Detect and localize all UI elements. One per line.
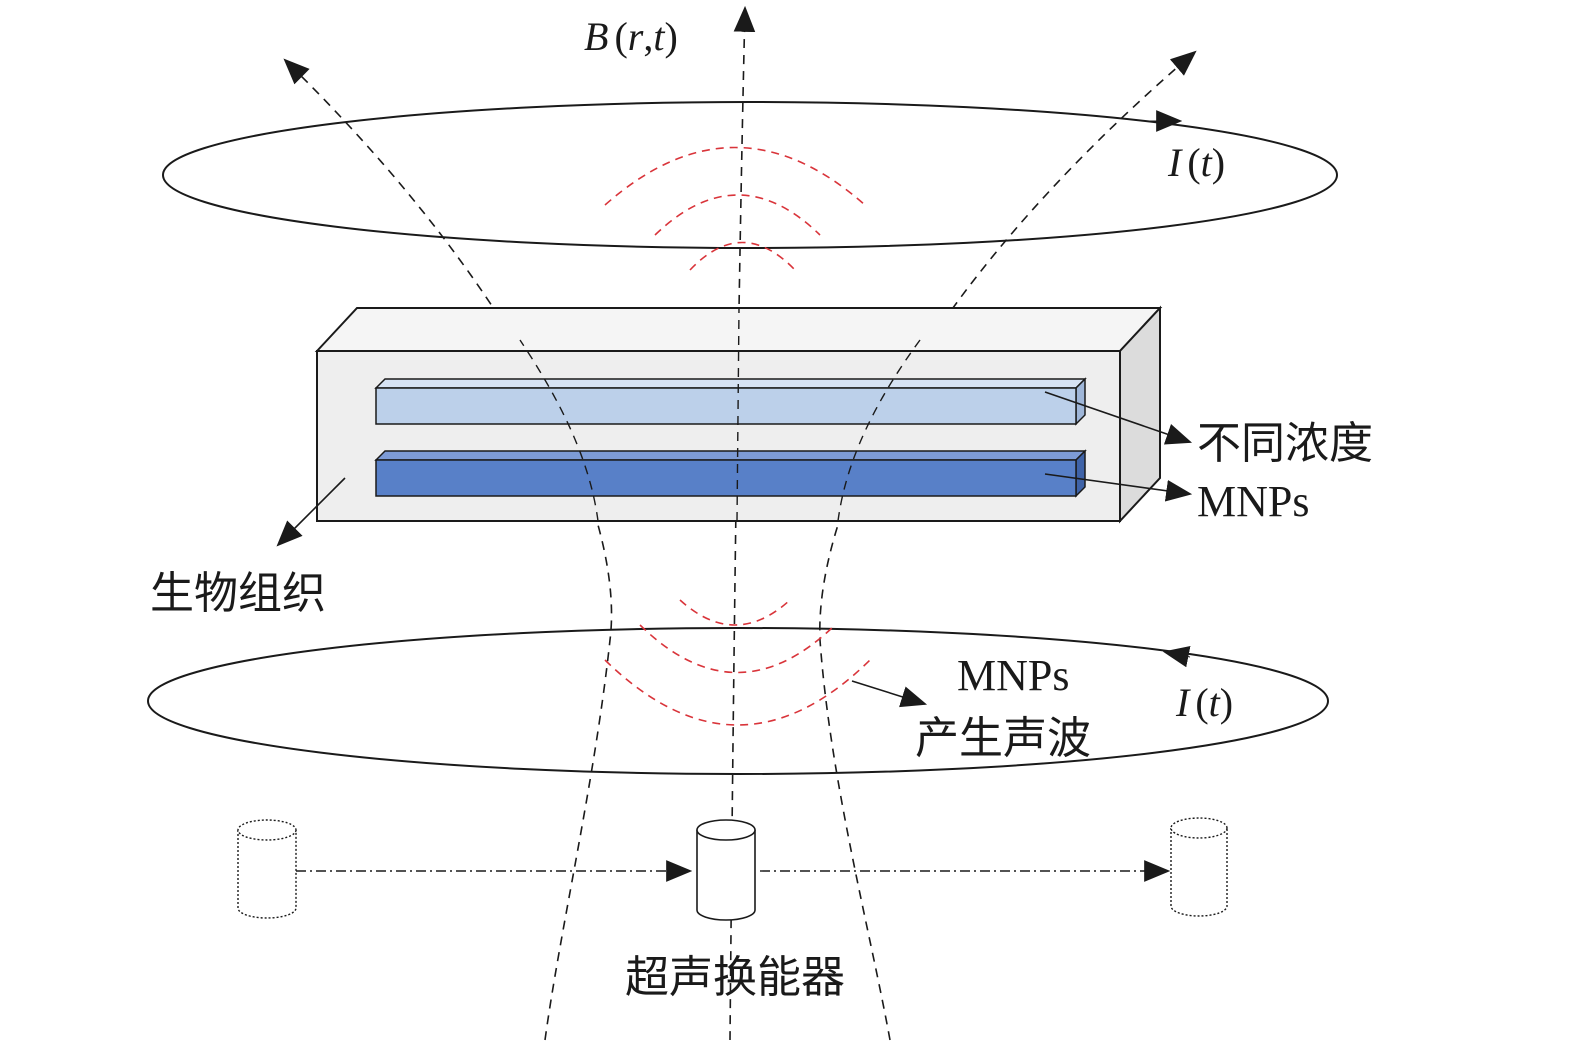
- mnp-rod-dark-front: [375, 459, 1077, 497]
- transducer-center: [696, 819, 756, 921]
- transducer-right: [1170, 817, 1228, 917]
- acoustic-waves-bottom: [604, 599, 871, 726]
- current-label-top: I(t): [1167, 140, 1225, 185]
- mnp-rod-light-top: [374, 378, 1087, 389]
- acoustic-waves-top: [604, 146, 866, 271]
- field-line-right-outer: [819, 50, 1197, 1041]
- tissue-label: 生物组织: [150, 568, 326, 619]
- acoustic-arc-top-1: [604, 146, 866, 206]
- field-lines-through-tissue: [519, 307, 921, 522]
- top-coil-loop: [162, 101, 1338, 249]
- leader-arrows: [276, 391, 1193, 708]
- mnp-rod-light-front: [375, 387, 1077, 425]
- mnp-rod-dark: [374, 449, 1087, 498]
- transducer-label: 超声换能器: [625, 952, 845, 1003]
- mnp-rod-light-side: [1075, 377, 1086, 426]
- bottom-coil: [147, 627, 1329, 775]
- bottom-coil-current-arrow: [1162, 646, 1191, 668]
- mnp-rod-light: [374, 377, 1087, 426]
- acoustic-arc-top-2: [654, 194, 821, 236]
- acoustic-label-line1: MNPs: [957, 651, 1070, 700]
- acoustic-arc-bottom-1: [679, 599, 791, 626]
- leader-concentration-dark: [1044, 473, 1193, 502]
- leader-tissue: [276, 477, 346, 547]
- current-label-bottom: I(t): [1175, 680, 1233, 725]
- concentration-label-line1: 不同浓度: [1197, 418, 1373, 469]
- acoustic-arc-top-3: [689, 241, 796, 271]
- field-label: B(r,t): [584, 14, 678, 59]
- leader-acoustic: [851, 680, 928, 708]
- acoustic-label-line2: 产生声波: [915, 713, 1091, 764]
- acoustic-arc-bottom-3: [604, 659, 871, 726]
- transducer-left: [237, 819, 297, 919]
- concentration-label-line2: MNPs: [1197, 477, 1310, 526]
- leader-concentration-light: [1044, 391, 1193, 445]
- bottom-coil-loop: [147, 627, 1329, 775]
- mnp-rod-dark-side: [1075, 449, 1086, 498]
- acoustic-arc-bottom-2: [639, 624, 836, 674]
- mnp-rod-dark-top: [374, 450, 1087, 461]
- top-coil: [162, 101, 1338, 249]
- field-line-left-outer: [283, 58, 613, 1041]
